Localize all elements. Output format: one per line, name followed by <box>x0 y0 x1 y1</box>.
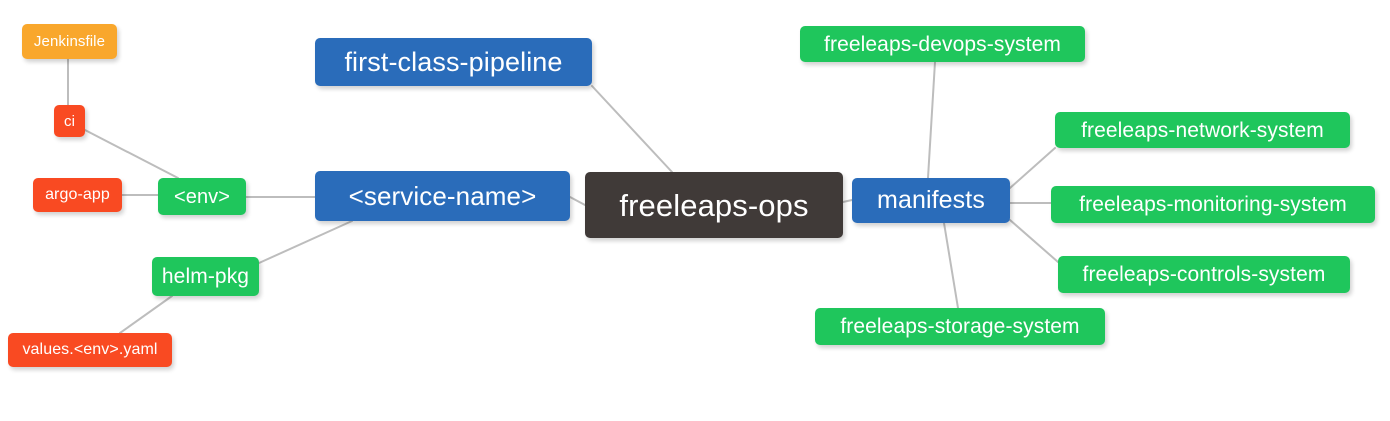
mindmap-node-label: values.<env>.yaml <box>22 341 158 358</box>
mindmap-node-ci[interactable]: ci <box>54 105 85 137</box>
mindmap-node-label: freeleaps-network-system <box>1081 118 1324 142</box>
mindmap-node-label: <env> <box>173 185 231 208</box>
mindmap-node-argo-app[interactable]: argo-app <box>33 178 122 212</box>
mindmap-node-label: freeleaps-ops <box>619 187 809 223</box>
mindmap-node-freeleaps-storage-system[interactable]: freeleaps-storage-system <box>815 308 1105 345</box>
mindmap-node-jenkinsfile[interactable]: Jenkinsfile <box>22 24 117 59</box>
mindmap-node-label: freeleaps-storage-system <box>840 315 1080 338</box>
mindmap-node-label: argo-app <box>45 186 110 203</box>
mindmap-node-values-env-yaml[interactable]: values.<env>.yaml <box>8 333 172 367</box>
edge-env-to-ci <box>84 129 179 179</box>
mindmap-node-first-class-pipeline[interactable]: first-class-pipeline <box>315 38 592 86</box>
mindmap-node-freeleaps-devops-system[interactable]: freeleaps-devops-system <box>800 26 1085 62</box>
mindmap-node-freeleaps-controls-system[interactable]: freeleaps-controls-system <box>1058 256 1350 293</box>
edge-manifests-to-freeleaps-storage-system <box>943 222 959 309</box>
mindmap-node-label: freeleaps-devops-system <box>824 32 1061 56</box>
mindmap-node-service-name[interactable]: <service-name> <box>315 171 570 221</box>
mindmap-node-label: first-class-pipeline <box>344 46 563 77</box>
mindmap-node-label: ci <box>63 112 76 130</box>
mindmap-node-label: Jenkinsfile <box>33 33 106 50</box>
mindmap-node-helm-pkg[interactable]: helm-pkg <box>152 257 259 296</box>
mindmap-node-freeleaps-monitoring-system[interactable]: freeleaps-monitoring-system <box>1051 186 1375 223</box>
edge-manifests-to-freeleaps-controls-system <box>1009 219 1059 263</box>
edge-freeleaps-ops-to-manifests <box>842 199 853 203</box>
mindmap-node-freeleaps-network-system[interactable]: freeleaps-network-system <box>1055 112 1350 148</box>
mindmap-node-label: manifests <box>877 186 985 214</box>
edge-helm-pkg-to-values-env-yaml <box>119 295 173 334</box>
mindmap-node-manifests[interactable]: manifests <box>852 178 1010 223</box>
edge-freeleaps-ops-to-first-class-pipeline <box>591 85 673 173</box>
mindmap-node-label: helm-pkg <box>161 265 250 288</box>
edge-manifests-to-freeleaps-devops-system <box>927 61 936 179</box>
mindmap-node-freeleaps-ops[interactable]: freeleaps-ops <box>585 172 843 238</box>
mindmap-node-label: freeleaps-monitoring-system <box>1079 193 1347 216</box>
mindmap-node-label: <service-name> <box>348 181 537 211</box>
mindmap-node-env[interactable]: <env> <box>158 178 246 215</box>
mindmap-node-label: freeleaps-controls-system <box>1082 263 1326 286</box>
edge-manifests-to-freeleaps-network-system <box>1009 147 1056 189</box>
edge-freeleaps-ops-to-service-name <box>569 196 586 206</box>
edge-service-name-to-helm-pkg <box>258 220 353 264</box>
